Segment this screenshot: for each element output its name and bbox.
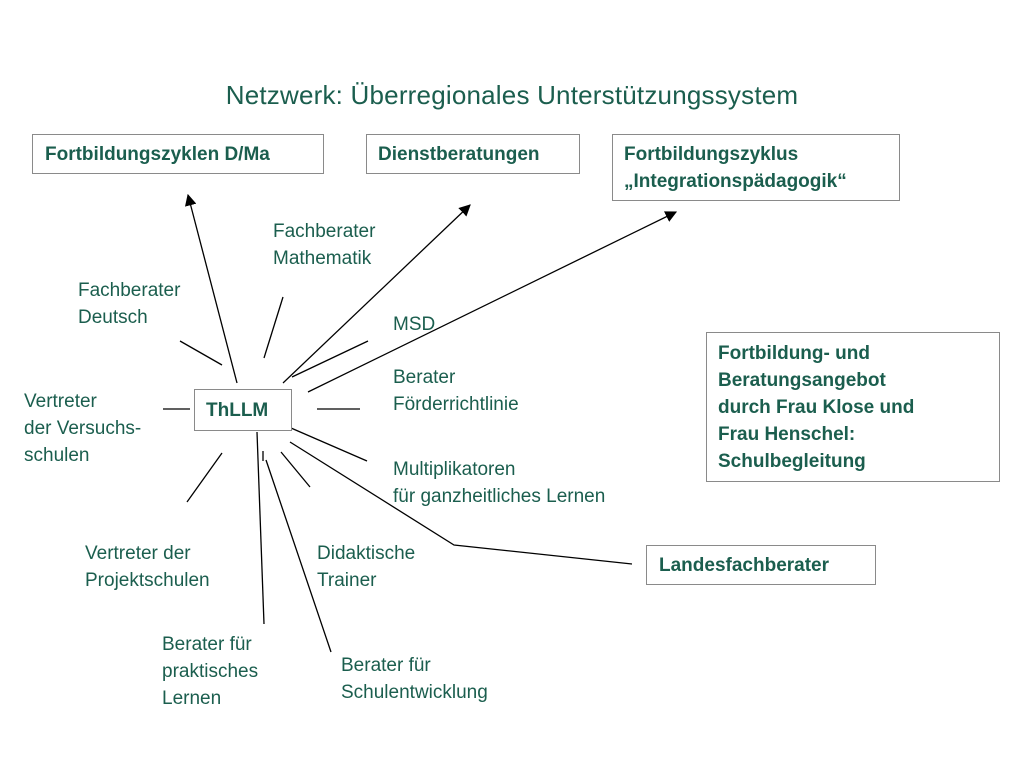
label-berater-praktisches-lernen: Berater für praktisches Lernen [162,634,259,709]
spoke-praktisches [256,431,265,625]
box-landesfachberater: Landesfachberater [646,545,876,585]
edge-landesfachberater [289,441,633,565]
arrow-to-integration [307,211,678,393]
box-dienstberatungen: Dienstberatungen [366,134,580,174]
spoke-didaktische [280,451,311,488]
spoke-projektschulen [186,452,223,503]
spoke-schulentwicklung [265,459,332,653]
box-thllm: ThLLM [194,389,292,431]
spoke-multiplikatoren [290,427,368,462]
arrow-to-dienstberatungen [282,204,471,384]
label-fachberater-deutsch: Fachberater Deutsch [78,280,181,328]
arrow-to-fortbildungszyklen [184,193,238,384]
spoke-mathematik [263,296,284,359]
label-multiplikatoren: Multiplikatoren für ganzheitliches Lerne… [393,459,606,507]
box-integration: Fortbildungszyklus „Integrationspädagogi… [612,134,900,201]
label-fachberater-mathematik: Fachberater Mathematik [273,221,376,269]
diagram-title: Netzwerk: Überregionales Unterstützungss… [225,80,799,110]
label-msd: MSD [393,314,436,335]
label-berater-schulentwicklung: Berater für Schulentwicklung [341,655,488,703]
box-fortbildungszyklen: Fortbildungszyklen D/Ma [32,134,324,174]
label-vertreter-projektschulen: Vertreter der Projektschulen [85,543,210,591]
label-vertreter-versuchsschulen: Vertreter der Versuchs- schulen [24,391,142,466]
box-angebot: Fortbildung- und Beratungsangebot durch … [706,332,1000,482]
label-didaktische-trainer: Didaktische Trainer [317,543,416,591]
label-berater-foerderrichtlinie: Berater Förderrichtlinie [393,367,519,415]
spoke-deutsch [179,340,223,366]
spoke-msd [291,340,369,378]
